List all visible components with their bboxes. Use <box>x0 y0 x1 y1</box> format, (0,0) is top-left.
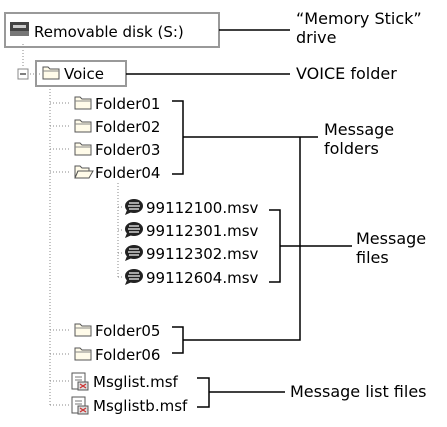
voice-callout-label: VOICE folder <box>296 64 397 83</box>
folder-row: Folder05 <box>74 322 160 340</box>
file-row: 99112301.msv <box>124 221 259 240</box>
file-label: 99112100.msv <box>146 199 259 217</box>
message-files-callout-label: Message <box>356 229 426 248</box>
voice-folder-label: Voice <box>64 65 104 83</box>
file-label: 99112302.msv <box>146 245 259 263</box>
folder-row: Folder03 <box>74 141 160 159</box>
folder-icon <box>74 142 92 156</box>
list-file-icon <box>71 372 89 391</box>
file-label: 99112604.msv <box>146 269 259 287</box>
drive-callout-label: drive <box>296 28 337 47</box>
message-files-callout-label: files <box>356 248 389 267</box>
voice-file-icon <box>124 268 144 286</box>
folder-label: Folder02 <box>95 118 160 136</box>
folder-open-icon <box>74 165 94 179</box>
file-row: 99112302.msv <box>124 244 259 263</box>
folder-row: Folder04 <box>74 164 160 182</box>
voice-folder-row: Voice <box>35 60 127 87</box>
folder-icon <box>74 347 92 361</box>
drive-callout-label: “Memory Stick” <box>296 9 422 28</box>
list-file-icon <box>71 396 89 415</box>
list-file-label: Msglist.msf <box>93 373 179 391</box>
tree-connectors <box>22 44 124 406</box>
folder-label: Folder05 <box>95 322 160 340</box>
message-folders-callout-label: folders <box>324 139 379 158</box>
folder-icon <box>74 323 92 337</box>
collapse-icon <box>17 68 29 80</box>
message-folders-callout-label: Message <box>324 120 394 139</box>
folder-row: Folder02 <box>74 118 160 136</box>
folder-label: Folder06 <box>95 346 160 364</box>
voice-file-icon <box>124 198 144 216</box>
voice-file-icon <box>124 221 144 239</box>
drive-label: Removable disk (S:) <box>34 23 184 41</box>
message-list-callout-label: Message list files <box>290 382 427 401</box>
folder-label: Folder01 <box>95 95 160 113</box>
list-file-row: Msglistb.msf <box>71 396 188 415</box>
folder-label: Folder04 <box>95 164 160 182</box>
callout-lines <box>126 29 352 408</box>
folder-icon <box>74 96 92 110</box>
folder-row: Folder01 <box>74 95 160 113</box>
folder-label: Folder03 <box>95 141 160 159</box>
file-label: 99112301.msv <box>146 222 259 240</box>
voice-file-icon <box>124 244 144 262</box>
file-row: 99112604.msv <box>124 268 259 287</box>
folder-icon <box>42 66 60 80</box>
folder-icon <box>74 119 92 133</box>
drive-icon <box>10 22 29 36</box>
list-file-label: Msglistb.msf <box>93 397 188 415</box>
list-file-row: Msglist.msf <box>71 372 179 391</box>
file-row: 99112100.msv <box>124 198 259 217</box>
folder-row: Folder06 <box>74 346 160 364</box>
drive-row: Removable disk (S:) <box>4 12 220 48</box>
